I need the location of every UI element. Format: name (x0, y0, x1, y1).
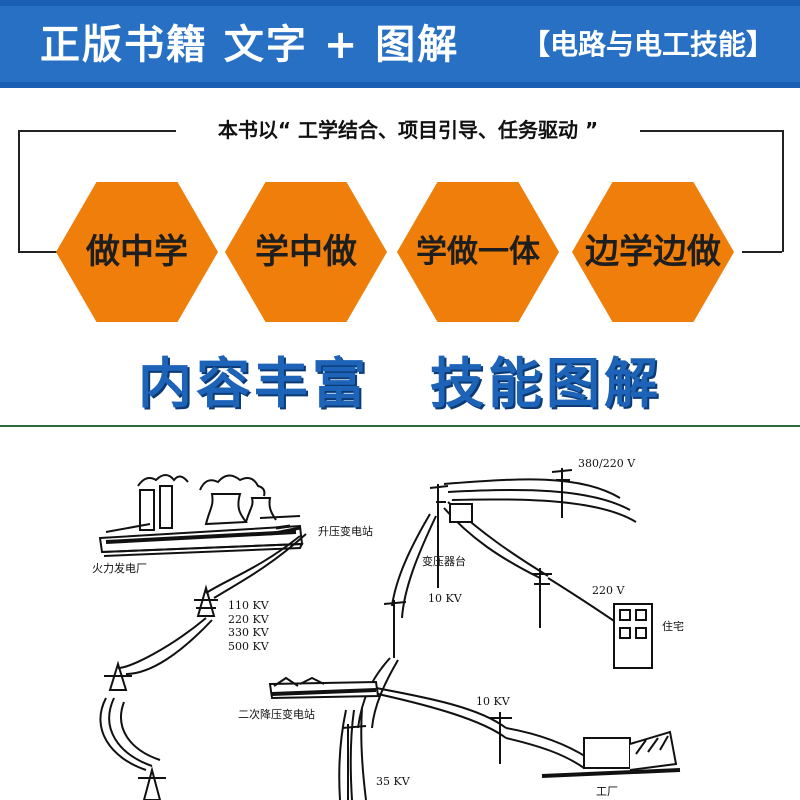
headline-right: 技能图解 (430, 352, 662, 415)
hexagon-label: 学中做 (255, 232, 357, 272)
banner-title: 正版书籍 文字 + 图解 (40, 22, 460, 68)
label-transformer-platform: 变压器台 (422, 554, 466, 568)
label-voltage-500: 500 KV (228, 640, 270, 653)
power-grid-diagram: 火力发电厂 升压变电站 110 KV 220 KV 330 KV 500 KV … (92, 457, 684, 800)
label-power-plant: 火力发电厂 (92, 561, 147, 575)
transmission-line-left (99, 533, 307, 800)
label-step-up-station: 升压变电站 (318, 524, 373, 538)
hexagon-label: 学做一体 (416, 234, 540, 270)
bracket-line (18, 130, 176, 132)
label-220v: 220 V (592, 584, 625, 597)
hexagon-label: 边学边做 (585, 232, 721, 272)
label-residence: 住宅 (662, 619, 684, 633)
bracket-line (18, 251, 58, 253)
distribution-line-lower (338, 687, 681, 800)
section-divider (0, 425, 800, 427)
slogan-text: 本书以“ 工学结合、项目引导、任务驱动 ” (176, 112, 640, 148)
bracket-line (640, 130, 782, 132)
headline-left: 内容丰富 (138, 352, 370, 415)
label-factory: 工厂 (596, 785, 618, 798)
secondary-substation-illustration (268, 676, 380, 700)
slogan-bracket (18, 130, 784, 252)
banner-subtitle: 【电路与电工技能】 (522, 28, 775, 61)
label-35kv: 35 KV (376, 775, 411, 788)
header-banner-band (0, 6, 800, 82)
label-voltage-220: 220 KV (228, 613, 270, 626)
label-secondary-substation: 二次降压变电站 (238, 707, 315, 721)
power-plant-illustration (98, 474, 304, 557)
label-10kv-lower: 10 KV (476, 695, 511, 708)
headline: 内容丰富技能图解 (0, 344, 800, 424)
label-voltage-330: 330 KV (228, 626, 270, 639)
bracket-line (742, 251, 782, 253)
label-voltage-110: 110 KV (228, 599, 270, 612)
distribution-line-upper (357, 468, 653, 729)
hexagon-label: 做中学 (86, 232, 188, 272)
label-10kv-upper: 10 KV (428, 592, 463, 605)
label-380-220v: 380/220 V (578, 457, 636, 470)
